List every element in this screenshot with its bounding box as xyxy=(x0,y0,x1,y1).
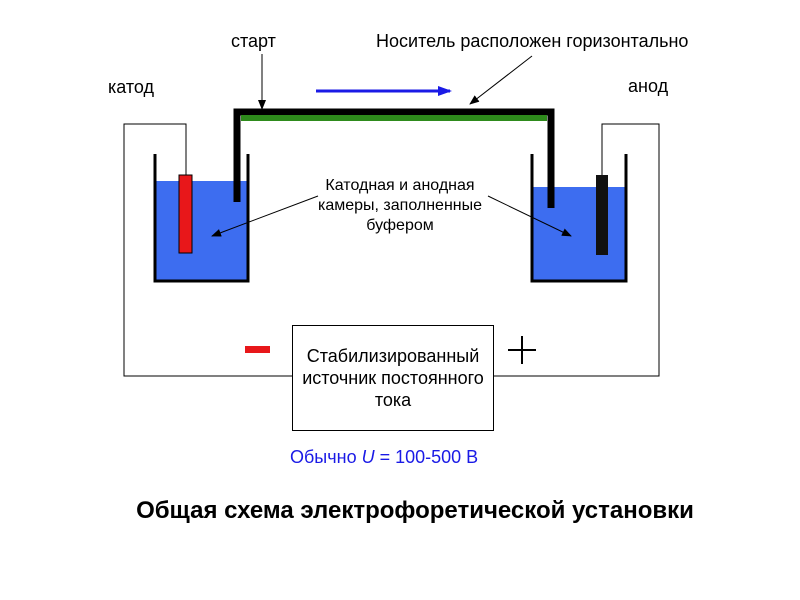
chambers-label: Катодная и анодная камеры, заполненные б… xyxy=(317,177,483,234)
power-source-label: Стабилизированный источник постоянного т… xyxy=(302,346,484,410)
cathode-chamber-pointer xyxy=(211,195,319,237)
anode-label: анод xyxy=(628,76,669,96)
voltage-note-prefix: Обычно xyxy=(290,447,362,467)
anode-electrode xyxy=(596,175,608,255)
wire-cathode xyxy=(123,123,292,377)
voltage-symbol: U xyxy=(361,447,375,467)
start-label: старт xyxy=(231,31,276,51)
carrier-strip xyxy=(241,115,547,121)
anode-buffer xyxy=(533,187,625,280)
minus-sign xyxy=(245,346,270,353)
cathode-electrode xyxy=(178,174,193,254)
carrier-frame xyxy=(233,108,555,208)
voltage-note-suffix: = 100-500 В xyxy=(374,447,479,467)
circuit-wires xyxy=(123,123,660,377)
carrier-bridge xyxy=(233,108,555,208)
voltage-note: Обычно U = 100-500 В xyxy=(290,446,478,468)
pointer-arrows xyxy=(211,54,572,237)
cathode-chamber xyxy=(153,154,250,283)
plus-sign xyxy=(508,336,536,364)
anode-chamber-pointer xyxy=(487,195,572,237)
anode-chamber xyxy=(530,154,628,283)
cathode-vessel xyxy=(153,154,250,283)
carrier-pointer xyxy=(469,55,533,105)
cathode-buffer xyxy=(156,181,247,280)
power-source: Стабилизированный источник постоянного т… xyxy=(292,325,494,431)
diagram-title: Общая схема электрофоретической установк… xyxy=(136,497,694,524)
wire-anode xyxy=(494,123,660,377)
carrier-label: Носитель расположен горизонтально xyxy=(376,31,689,51)
cathode-label: катод xyxy=(108,77,155,97)
